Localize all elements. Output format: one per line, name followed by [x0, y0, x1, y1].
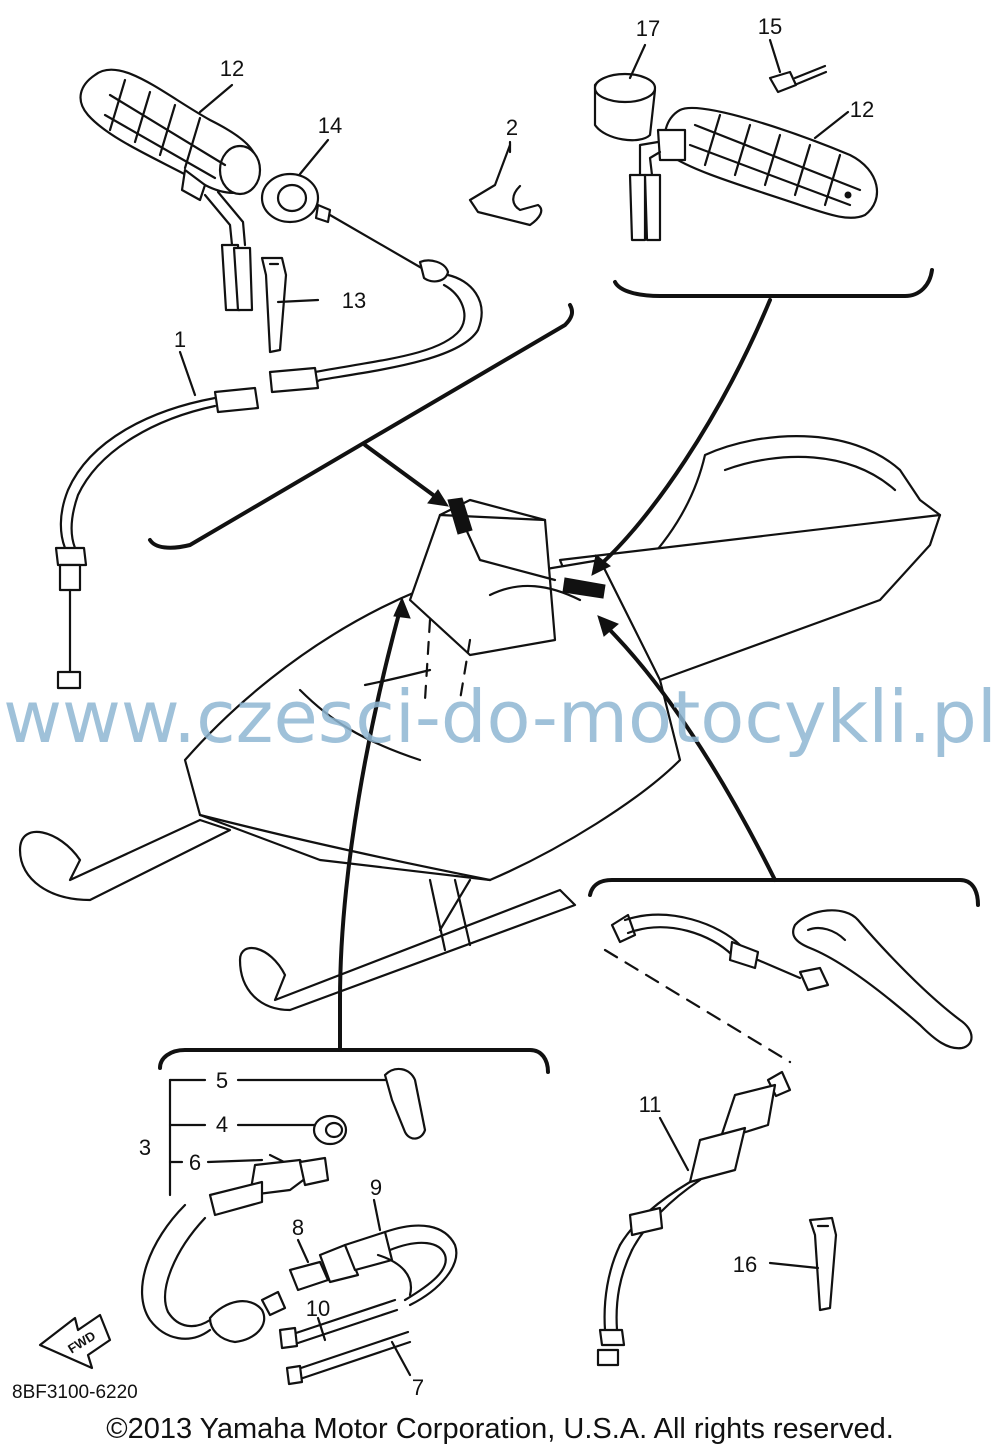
brake-lever-group: [588, 615, 980, 1367]
label-2: 2: [506, 115, 518, 140]
label-3: 3: [139, 1135, 151, 1160]
diagram-code: 8BF3100-6220: [12, 1382, 138, 1403]
part-labels: 12 14 2 13 1 17 15 12 5 4 3 6 9 8 10 7 1…: [139, 14, 874, 1400]
label-leaders: [178, 38, 850, 397]
label-4: 4: [216, 1112, 228, 1137]
watermark: www.czesci-do-motocykli.pl: [3, 675, 997, 759]
label-11: 11: [639, 1092, 662, 1117]
left-handlebar-group: [54, 68, 575, 690]
label-7: 7: [412, 1375, 424, 1400]
label-1: 1: [174, 327, 186, 352]
label-5: 5: [216, 1068, 228, 1093]
label-10: 10: [306, 1296, 330, 1321]
label-12-left: 12: [220, 56, 244, 81]
label-16: 16: [733, 1252, 757, 1277]
label-14: 14: [318, 113, 342, 138]
label-17: 17: [636, 16, 660, 41]
label-12-right: 12: [850, 97, 874, 122]
snowmobile-illustration: [18, 435, 942, 1012]
label-13: 13: [342, 288, 366, 313]
label-15: 15: [758, 14, 782, 39]
label-8: 8: [292, 1215, 304, 1240]
choke-cable-group: [38, 596, 550, 1386]
copyright-notice: ©2013 Yamaha Motor Corporation, U.S.A. A…: [106, 1413, 894, 1445]
right-handlebar-group: [591, 64, 934, 576]
label-9: 9: [370, 1175, 382, 1200]
label-6: 6: [189, 1150, 201, 1175]
